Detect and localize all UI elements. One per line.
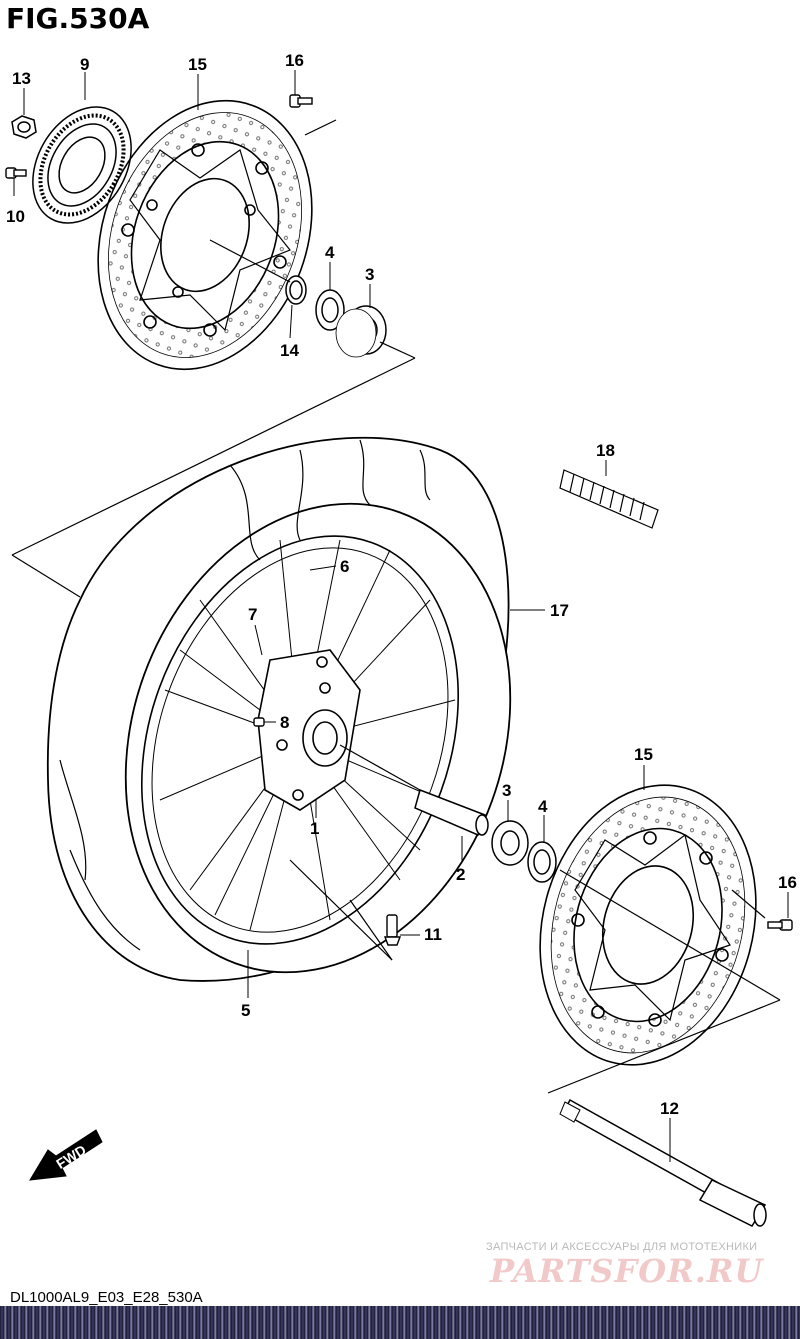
callout-lines bbox=[13, 70, 789, 1162]
spacer-2 bbox=[414, 789, 489, 837]
callout-9: 9 bbox=[80, 55, 89, 74]
spoke-set-18 bbox=[559, 469, 659, 529]
seal-14 bbox=[285, 275, 307, 305]
brake-disc-bottom bbox=[539, 784, 757, 1066]
callout-3-bottom: 3 bbox=[502, 781, 511, 800]
wheel-rim-5 bbox=[141, 535, 459, 945]
callout-4-top: 4 bbox=[325, 243, 335, 262]
callout-13: 13 bbox=[12, 69, 31, 88]
callout-1: 1 bbox=[310, 819, 319, 838]
bearing-3-top bbox=[335, 305, 387, 358]
seal-4-bottom bbox=[527, 841, 557, 883]
bolt-16-top bbox=[289, 94, 313, 108]
footer-code: DL1000AL9_E03_E28_530A bbox=[10, 1289, 203, 1306]
callout-15-top: 15 bbox=[188, 55, 207, 74]
nut-13 bbox=[11, 115, 37, 139]
bearing-3-bottom bbox=[491, 820, 529, 866]
abs-sensor-ring bbox=[32, 106, 132, 224]
bottom-bar bbox=[0, 1306, 800, 1339]
screw-8 bbox=[253, 717, 265, 727]
callout-6: 6 bbox=[340, 557, 349, 576]
callout-10: 10 bbox=[6, 207, 25, 226]
bolt-10 bbox=[5, 167, 27, 179]
wheel-hub-1 bbox=[257, 649, 361, 811]
watermark-logo: PARTSFOR.RU bbox=[490, 1252, 764, 1290]
leader-lines-top bbox=[11, 119, 416, 598]
callouts: 13 9 15 16 10 4 3 14 18 6 17 7 8 1 3 4 1… bbox=[6, 51, 797, 1118]
brake-disc-top bbox=[97, 99, 313, 371]
axle-12 bbox=[559, 1098, 767, 1227]
callout-7: 7 bbox=[248, 605, 257, 624]
callout-2: 2 bbox=[456, 865, 465, 884]
callout-14: 14 bbox=[280, 341, 299, 360]
figure-title: FIG.530A bbox=[6, 2, 150, 35]
callout-17: 17 bbox=[550, 601, 569, 620]
callout-15-bottom: 15 bbox=[634, 745, 653, 764]
callout-8: 8 bbox=[280, 713, 289, 732]
callout-4-bottom: 4 bbox=[538, 797, 548, 816]
fwd-arrow-icon: FWD bbox=[29, 1129, 103, 1181]
callout-3-top: 3 bbox=[365, 265, 374, 284]
bolt-16-bottom bbox=[767, 919, 793, 931]
callout-16-bottom: 16 bbox=[778, 873, 797, 892]
watermark-caption: ЗАПЧАСТИ И АКСЕССУАРЫ ДЛЯ МОТОТЕХНИКИ bbox=[486, 1241, 758, 1253]
callout-12: 12 bbox=[660, 1099, 679, 1118]
callout-16-top: 16 bbox=[285, 51, 304, 70]
callout-5: 5 bbox=[241, 1001, 250, 1020]
callout-11: 11 bbox=[424, 925, 442, 944]
valve-11 bbox=[383, 914, 402, 946]
leader-lines-bottom bbox=[289, 744, 781, 1094]
callout-18: 18 bbox=[596, 441, 615, 460]
bearing-4-top bbox=[315, 289, 345, 331]
